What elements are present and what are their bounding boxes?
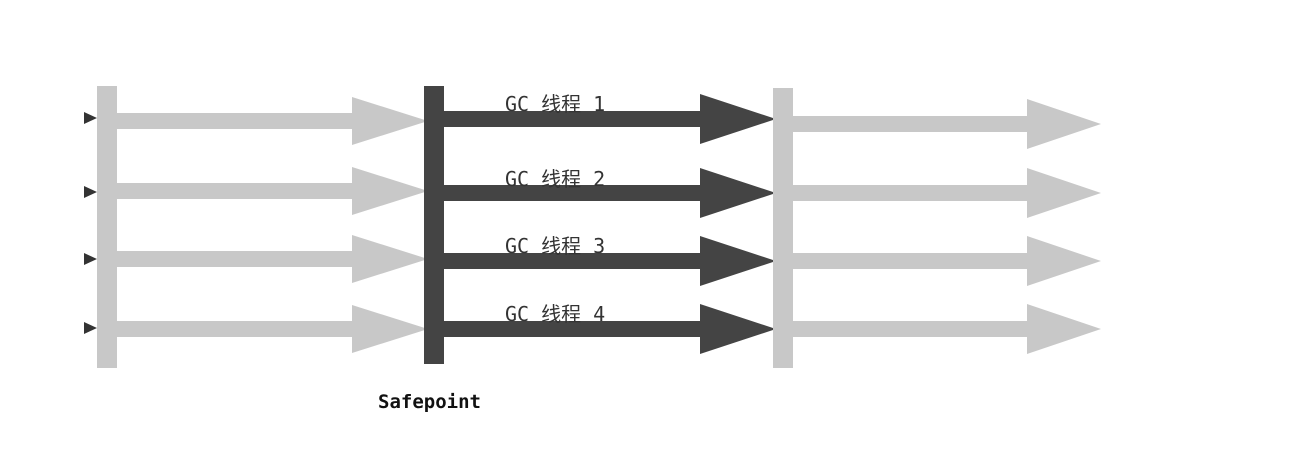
pre-arrow-3 [117,235,428,283]
post-arrow-3 [793,236,1101,286]
post-arrow-4 [793,304,1101,354]
gc-arrow-1 [444,94,776,144]
pre-arrow-4 [117,305,428,353]
gc-thread-label-3: GC 线程 3 [505,234,605,258]
post-arrow-2 [793,168,1101,218]
safepoint-label: Safepoint [378,391,481,413]
entry-tip-1 [84,112,97,124]
safepoint-bar [424,86,444,364]
pre-safepoint-arrows [117,97,428,353]
entry-tip-2 [84,186,97,198]
gc-thread-label-2: GC 线程 2 [505,167,605,191]
pre-arrow-2 [117,167,428,215]
gc-thread-label-1: GC 线程 1 [505,92,605,116]
entry-tip-4 [84,322,97,334]
left-entry-tips [84,112,97,334]
start-bar [97,86,117,368]
gc-arrow-2 [444,168,776,218]
resume-bar [773,88,793,368]
gc-thread-arrows [444,94,776,354]
gc-thread-label-4: GC 线程 4 [505,302,605,326]
gc-arrow-3 [444,236,776,286]
post-arrow-1 [793,99,1101,149]
post-gc-arrows [793,99,1101,354]
entry-tip-3 [84,253,97,265]
gc-arrow-4 [444,304,776,354]
pre-arrow-1 [117,97,428,145]
